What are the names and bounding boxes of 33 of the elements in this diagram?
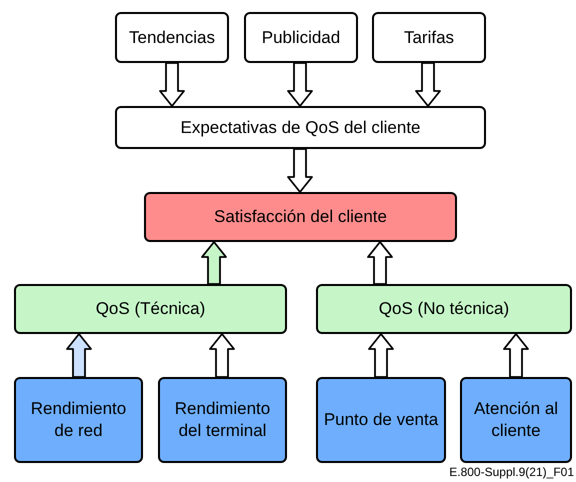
block-arrow [367,241,393,285]
box-label: Punto de venta [324,409,438,431]
block-arrow [201,241,227,285]
factor-box [14,377,143,463]
box-label: Satisfacción del cliente [214,206,387,228]
block-arrow [287,62,313,107]
box-label: QoS (Técnica) [96,298,206,320]
qos-box [316,284,572,334]
block-arrow [503,333,529,378]
box-label: Publicidad [262,26,340,48]
input-box [372,12,486,63]
box-label: Atención al cliente [472,398,560,442]
block-arrow [159,62,185,107]
factor-box [316,377,446,463]
block-arrow [415,62,441,107]
box-label: Tendencias [128,26,215,48]
box-label: Expectativas de QoS del cliente [180,116,421,138]
factor-box [158,377,287,463]
block-arrow [66,333,92,378]
input-box [115,12,229,63]
factor-box [460,377,572,463]
block-arrow [209,333,235,378]
qos-box [14,284,287,334]
box-label: Rendimiento del terminal [174,398,272,442]
block-arrow [287,148,313,193]
satisfaction-box [144,192,457,242]
expectations-box [115,106,486,149]
box-label: Tarifas [404,26,454,48]
box-label: QoS (No técnica) [378,298,510,320]
input-box [244,12,358,63]
figure-id: E.800-Suppl.9(21)_F01 [449,465,574,480]
box-label: Rendimiento de red [30,398,128,442]
block-arrow [368,333,394,378]
